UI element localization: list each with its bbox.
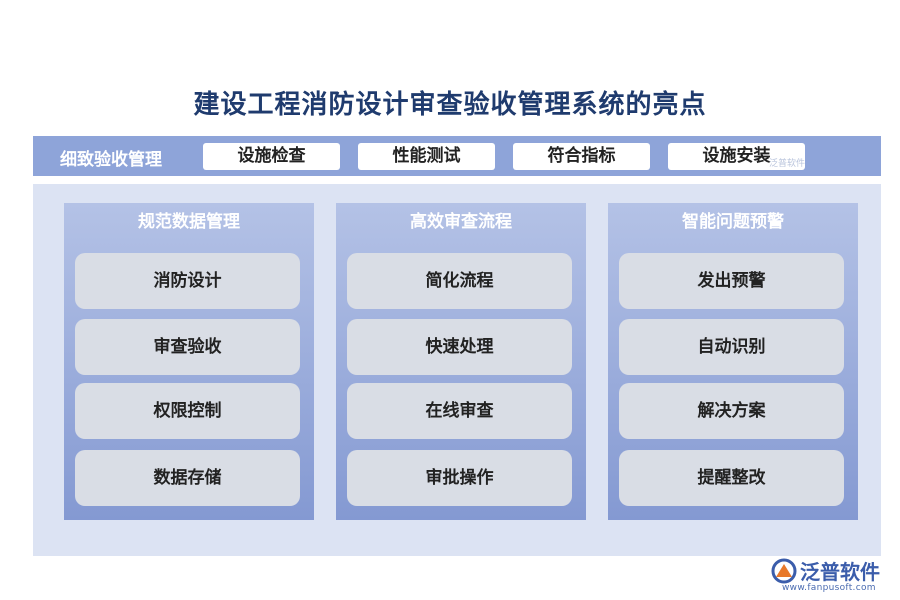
feature-item: 解决方案 <box>619 383 844 439</box>
chip-facility-inspection: 设施检查 <box>203 143 340 170</box>
column-title: 高效审查流程 <box>410 212 512 232</box>
feature-item: 在线审查 <box>347 383 572 439</box>
brand-logo-name: 泛普软件 <box>800 560 880 584</box>
chip-compliance-index: 符合指标 <box>513 143 650 170</box>
brand-logo-icon <box>771 558 797 584</box>
column-smart-warning: 智能问题预警 发出预警 自动识别 解决方案 提醒整改 <box>608 203 858 520</box>
column-title: 智能问题预警 <box>682 212 784 232</box>
brand-logo-url: www.fanpusoft.com <box>782 583 876 593</box>
chip-performance-test: 性能测试 <box>358 143 495 170</box>
acceptance-bar-label: 细致验收管理 <box>60 150 162 170</box>
brand-logo: 泛普软件 www.fanpusoft.com <box>770 556 895 596</box>
chip-facility-installation: 设施安装 <box>668 143 805 170</box>
feature-item: 快速处理 <box>347 319 572 375</box>
watermark-text: 泛普软件 <box>769 159 806 169</box>
feature-item: 审查验收 <box>75 319 300 375</box>
page-title: 建设工程消防设计审查验收管理系统的亮点 <box>193 90 707 120</box>
feature-item: 简化流程 <box>347 253 572 309</box>
feature-item: 发出预警 <box>619 253 844 309</box>
feature-item: 审批操作 <box>347 450 572 506</box>
column-title: 规范数据管理 <box>138 212 240 232</box>
feature-item: 消防设计 <box>75 253 300 309</box>
feature-item: 权限控制 <box>75 383 300 439</box>
feature-item: 自动识别 <box>619 319 844 375</box>
column-review-process: 高效审查流程 简化流程 快速处理 在线审查 审批操作 <box>336 203 586 520</box>
feature-item: 数据存储 <box>75 450 300 506</box>
feature-item: 提醒整改 <box>619 450 844 506</box>
column-data-management: 规范数据管理 消防设计 审查验收 权限控制 数据存储 <box>64 203 314 520</box>
